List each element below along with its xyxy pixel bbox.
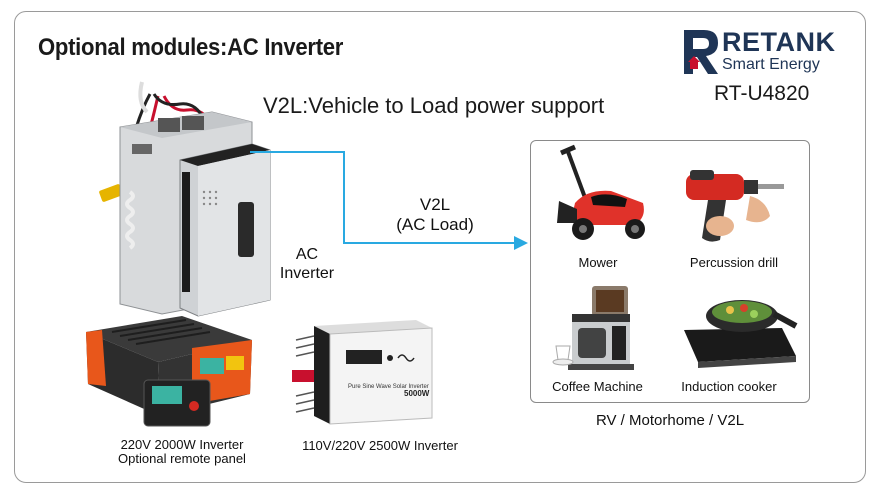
page-subtitle: V2L:Vehicle to Load power support <box>263 93 605 118</box>
brand-name: RETANK <box>722 27 836 57</box>
load-label-coffee: Coffee Machine <box>552 379 643 394</box>
inverter-brand-text: Pure Sine Wave Solar Inverter <box>348 384 429 390</box>
v2l-arrow-label: V2L (AC Load) <box>396 195 474 234</box>
brand-tagline: Smart Energy <box>722 56 820 73</box>
brand-logo: RETANK Smart Energy <box>682 28 852 78</box>
drill-icon <box>686 170 784 242</box>
product-caption-2000w: 220V 2000W Inverter Optional remote pane… <box>118 437 246 466</box>
load-label-mower: Mower <box>578 255 618 270</box>
ac-inverter-label: AC Inverter <box>279 246 335 282</box>
page-title: Optional modules:AC Inverter <box>38 34 344 61</box>
orange-inverter-image <box>86 316 252 427</box>
white-inverter-image: Pure Sine Wave Solar Inverter 5000W <box>292 320 433 425</box>
model-number: RT-U4820 <box>714 82 810 105</box>
inverter-power-text: 5000W <box>404 389 430 398</box>
lawn-mower-icon <box>557 144 645 240</box>
load-label-drill: Percussion drill <box>689 255 779 270</box>
induction-cooker-icon <box>684 300 798 368</box>
coffee-machine-icon <box>552 286 634 370</box>
v2l-arrow <box>250 151 528 250</box>
battery-with-inverter-image <box>99 81 271 317</box>
load-label-induction: Induction cooker <box>681 379 777 394</box>
loads-caption: RV / Motorhome / V2L <box>595 412 745 429</box>
retank-logo-icon <box>684 30 718 74</box>
slide-frame <box>14 11 866 483</box>
product-caption-2500w: 110V/220V 2500W Inverter <box>302 438 458 453</box>
